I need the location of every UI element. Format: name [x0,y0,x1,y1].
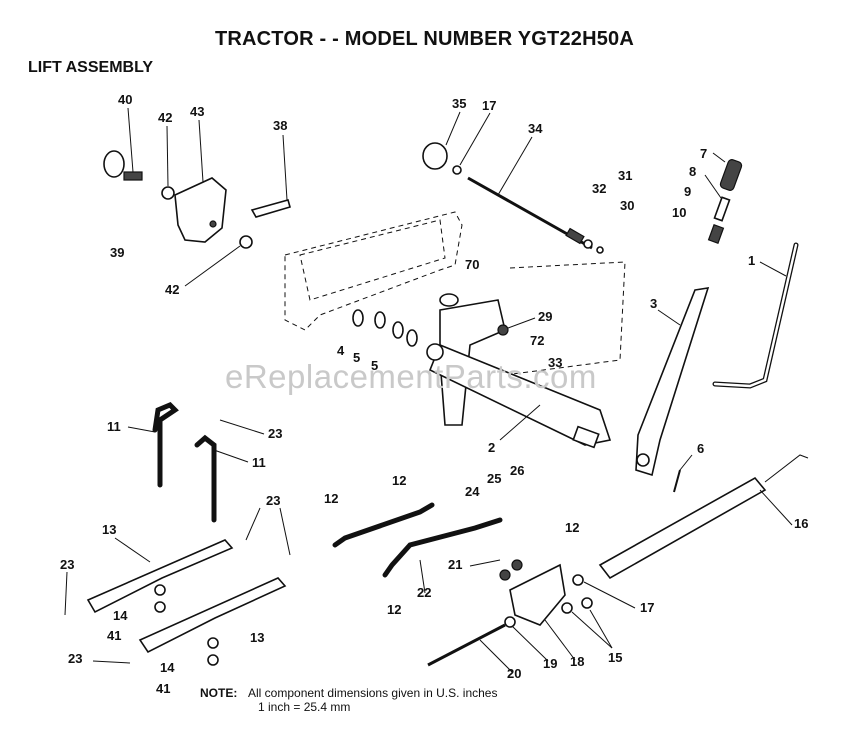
callout-41: 41 [107,628,121,643]
callout-12b: 12 [324,491,338,506]
callout-9: 9 [684,184,691,199]
callout-32: 32 [592,181,606,196]
lift-shaft-2 [426,299,612,449]
frame-outline [284,211,626,376]
callout-24: 24 [465,484,480,499]
bolts-11 [152,402,217,523]
washers-4-5 [352,309,418,347]
section-heading: LIFT ASSEMBLY [28,59,154,76]
callout-14: 14 [113,608,128,623]
bolt-20 [427,616,516,667]
callout-14b: 14 [160,660,175,675]
callout-33: 33 [548,355,562,370]
callout-23d: 23 [68,651,82,666]
dimension-note: NOTE: All component dimensions given in … [200,686,498,714]
callout-15: 15 [608,650,622,665]
lift-rod-1 [712,242,799,389]
lift-links-13 [86,539,287,666]
lift-rod-34 [422,142,604,254]
callout-70: 70 [465,257,479,272]
washer-42 [239,235,253,249]
callout-17: 17 [482,98,496,113]
callout-40: 40 [118,92,132,107]
callout-38: 38 [273,118,287,133]
callout-34: 34 [528,121,543,136]
note-label: NOTE: [200,686,238,700]
callout-25: 25 [487,471,501,486]
callout-6: 6 [697,441,704,456]
callout-31: 31 [618,168,632,183]
callout-4: 4 [337,343,345,358]
callout-3: 3 [650,296,657,311]
callout-11: 11 [107,419,121,434]
callout-12: 12 [392,473,406,488]
note-line2: 1 inch = 25.4 mm [258,700,351,714]
callout-26: 26 [510,463,524,478]
callout-21: 21 [448,557,462,572]
callout-43: 43 [190,104,204,119]
page-title: TRACTOR - - MODEL NUMBER YGT22H50A [214,28,635,50]
callout-42: 42 [158,110,172,125]
bracket-43 [174,177,227,243]
callout-13: 13 [102,522,116,537]
watermark: eReplacementParts.com [225,358,597,395]
callout-42b: 42 [165,282,179,297]
note-line1: All component dimensions given in U.S. i… [248,686,498,700]
callout-1: 1 [748,253,755,268]
callout-10: 10 [672,205,686,220]
callout-20: 20 [507,666,521,681]
knob-ring-part [103,150,175,200]
callout-17b: 17 [640,600,654,615]
callout-41b: 41 [156,681,170,696]
callout-16: 16 [794,516,808,531]
lift-handle-grip [707,159,743,244]
callout-12c: 12 [565,520,579,535]
callout-2: 2 [488,440,495,455]
callout-11b: 11 [252,455,266,470]
callout-labels: 40 42 43 38 39 42 35 17 34 7 8 9 10 32 3… [60,92,808,696]
callout-5b: 5 [371,358,378,373]
callout-7: 7 [700,146,707,161]
callout-12d: 12 [387,602,401,617]
callout-8: 8 [689,164,696,179]
bolt-6 [673,469,681,493]
washer-70 [439,293,459,307]
callout-23b: 23 [266,493,280,508]
callout-22: 22 [417,585,431,600]
callout-5: 5 [353,350,360,365]
callout-29: 29 [538,309,552,324]
callout-72: 72 [530,333,544,348]
callout-39: 39 [110,245,124,260]
callout-30: 30 [620,198,634,213]
bracket-18 [499,559,593,626]
lift-lever-3 [635,287,710,477]
spring-16 [598,454,809,580]
leader-lines [64,107,793,673]
callout-35: 35 [452,96,466,111]
callout-13b: 13 [250,630,264,645]
link-rods-22 [332,502,503,578]
clip-38 [250,199,291,218]
callout-23c: 23 [60,557,74,572]
callout-23: 23 [268,426,282,441]
